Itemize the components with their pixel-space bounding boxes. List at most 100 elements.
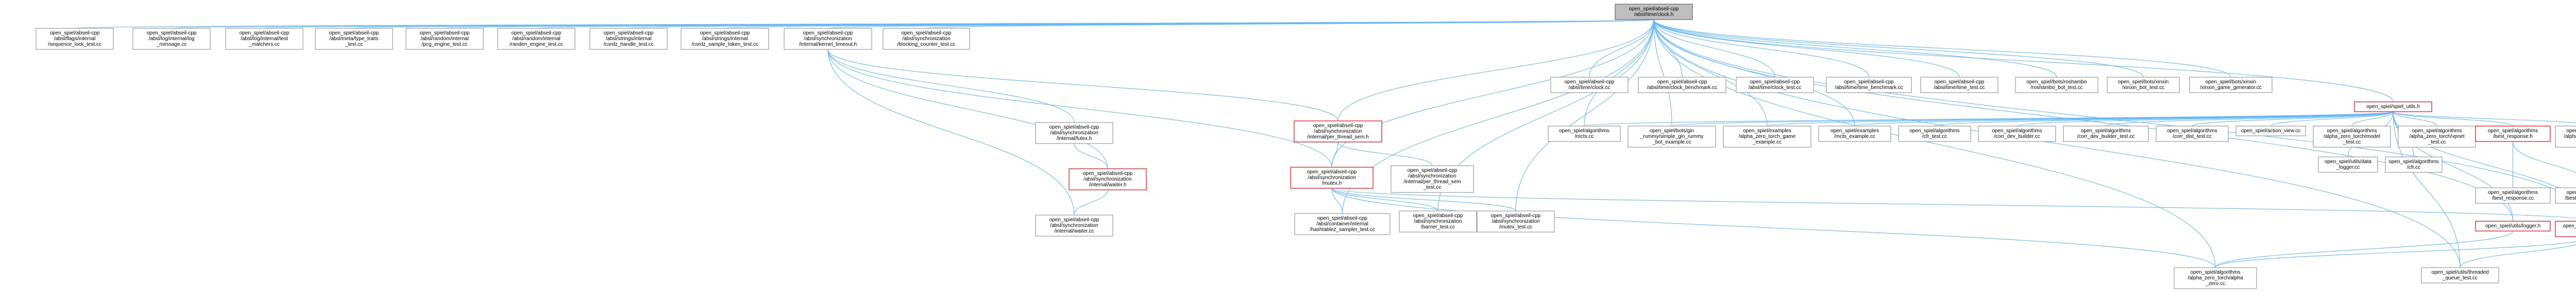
edge-n19-n41 xyxy=(2393,111,2514,127)
node-label-line: /roshambo_bot_test.cc xyxy=(2030,85,2082,91)
graph-node[interactable]: open_spiel/bots/gin_rummy/simple_gin_rum… xyxy=(1628,126,1716,148)
edge-n46-n48 xyxy=(2215,231,2514,268)
node-label-line: _queue_test.cc xyxy=(2442,275,2478,281)
graph-node[interactable]: open_spiel/utils/threaded_queue_test.cc xyxy=(2421,267,2499,284)
graph-node[interactable]: open_spiel/algorithms/best_response_test… xyxy=(2555,187,2576,204)
graph-node[interactable]: open_spiel/bots/xinxin/xinxin_bot_test.c… xyxy=(2107,77,2180,93)
graph-node[interactable]: open_spiel/algorithms/best_response.h xyxy=(2475,126,2551,142)
graph-node[interactable]: open_spiel/abseil-cpp/absl/time/time_tes… xyxy=(1920,77,1998,93)
graph-node[interactable]: open_spiel/abseil-cpp/absl/log/internal/… xyxy=(225,28,303,50)
node-label-line: open_spiel/utils/threaded xyxy=(2431,270,2488,275)
graph-node[interactable]: open_spiel/algorithms/corr_dev_builder.c… xyxy=(1978,126,2056,142)
node-label-line: /randen_engine_test.cc xyxy=(510,42,563,47)
graph-node[interactable]: open_spiel/abseil-cpp/absl/log/internal/… xyxy=(132,28,211,50)
node-label-line: /internal/per_thread_sem.h xyxy=(1307,134,1369,140)
graph-node[interactable]: open_spiel/abseil-cpp/absl/strings/inter… xyxy=(681,28,769,50)
node-box xyxy=(2189,77,2273,93)
node-label-line: /corr_dev_builder_test.cc xyxy=(2077,134,2135,139)
edge-root-n17 xyxy=(1653,19,2144,78)
graph-node[interactable]: open_spiel/abseil-cpp/absl/synchronizati… xyxy=(1391,165,1474,193)
node-label-line: open_spiel/abseil-cpp xyxy=(1935,79,1985,85)
node-box xyxy=(1826,77,1912,93)
node-label-line: open_spiel/examples xyxy=(1743,128,1791,134)
graph-node-root[interactable]: open_spiel/abseil-cpp/absl/time/clock.h xyxy=(1615,4,1693,20)
edge-root-n31 xyxy=(1653,19,1768,127)
graph-node[interactable]: open_spiel/abseil-cpp/absl/synchronizati… xyxy=(784,28,872,50)
node-label-line: open_spiel/bots/xinxin xyxy=(2118,79,2168,85)
node-box xyxy=(1294,213,1391,235)
node-label-line: open_spiel/algorithms xyxy=(2488,128,2538,134)
graph-node[interactable]: open_spiel/algorithms/alpha_zero_torch/v… xyxy=(2398,126,2476,148)
graph-node[interactable]: open_spiel/abseil-cpp/absl/time/clock.cc xyxy=(1550,77,1629,93)
edge-root-n47 xyxy=(1653,19,2576,201)
graph-node[interactable]: open_spiel/algorithms/alpha_zero_torch/m… xyxy=(2313,126,2391,148)
node-label-line: /absl/synchronization xyxy=(1050,223,1098,228)
graph-node[interactable]: open_spiel/abseil-cpp/absl/meta/type_tra… xyxy=(315,28,393,50)
node-box xyxy=(1898,126,1971,142)
graph-node[interactable]: open_spiel/algorithms/cfr_test.cc xyxy=(1898,126,1971,142)
node-box xyxy=(1723,126,1811,148)
node-label-line: /absl/synchronization xyxy=(902,36,950,42)
graph-node[interactable]: open_spiel/abseil-cpp/absl/time/time_ben… xyxy=(1826,77,1912,93)
graph-node[interactable]: open_spiel/utils/data_logger.cc xyxy=(2318,156,2378,173)
node-label-line: /barrier_test.cc xyxy=(1421,224,1455,230)
edge-n19-n40 xyxy=(2393,111,2576,123)
graph-node[interactable]: open_spiel/algorithms/alpha_zero_torch/a… xyxy=(2174,267,2257,289)
graph-node[interactable]: open_spiel/abseil-cpp/absl/random/intern… xyxy=(405,28,484,50)
graph-node[interactable]: open_spiel/spiel_utils.h xyxy=(2354,101,2432,112)
graph-node[interactable]: open_spiel/abseil-cpp/absl/synchronizati… xyxy=(1477,210,1555,233)
node-label-line: /mcts_example.cc xyxy=(1834,134,1875,139)
node-label-line: /absl/time/clock_test.cc xyxy=(1749,85,1802,91)
node-label-line: /absl/container/internal xyxy=(1316,221,1368,227)
graph-node[interactable]: open_spiel/abseil-cpp/absl/synchronizati… xyxy=(1035,215,1113,237)
graph-node[interactable]: open_spiel/abseil-cpp/absl/synchronizati… xyxy=(1290,167,1374,189)
graph-node[interactable]: open_spiel/algorithms/corr_dev_builder_t… xyxy=(2063,126,2149,142)
edge-root-n32 xyxy=(1653,19,1855,127)
graph-node[interactable]: open_spiel/utils/logger.h xyxy=(2475,221,2551,232)
graph-node[interactable]: open_spiel/bots/xinxin/xinxin_game_gener… xyxy=(2189,77,2273,93)
graph-node[interactable]: open_spiel/examples/alpha_zero_torch_gam… xyxy=(1723,126,1811,148)
node-label-line: open_spiel/abseil-cpp xyxy=(1049,125,1099,130)
node-label-line: /absl/synchronization xyxy=(1314,129,1362,134)
graph-node[interactable]: open_spiel/abseil-cpp/absl/strings/inter… xyxy=(589,28,668,50)
node-label-line: _zero.cc xyxy=(2205,281,2225,287)
graph-node[interactable]: open_spiel/algorithms/corr_dist_test.cc xyxy=(2156,126,2229,142)
node-label-line: /absl/synchronization xyxy=(1308,175,1355,181)
graph-node[interactable]: open_spiel/abseil-cpp/absl/synchronizati… xyxy=(1035,122,1113,144)
node-box xyxy=(1978,126,2056,142)
graph-node[interactable]: open_spiel/examples/mcts_example.cc xyxy=(1818,126,1891,142)
graph-node[interactable]: open_spiel/abseil-cpp/absl/container/int… xyxy=(1294,213,1391,235)
edge-root-n16 xyxy=(1653,19,2057,78)
node-box xyxy=(2421,267,2499,284)
node-label-line: /absl/synchronization xyxy=(804,36,852,42)
node-label-line: /absl/flags/internal xyxy=(54,36,96,42)
graph-node[interactable]: open_spiel/abseil-cpp/absl/synchronizati… xyxy=(1069,168,1147,190)
graph-node[interactable]: open_spiel/algorithms/alpha_zero_torch/v… xyxy=(2555,126,2576,148)
graph-node[interactable]: open_spiel/abseil-cpp/absl/time/clock_be… xyxy=(1638,77,1726,93)
node-box xyxy=(2063,126,2149,142)
graph-node[interactable]: open_spiel/abseil-cpp/absl/synchronizati… xyxy=(883,28,970,50)
graph-node[interactable]: open_spiel/abseil-cpp/absl/synchronizati… xyxy=(1294,120,1382,143)
graph-node[interactable]: open_spiel/abseil-cpp/absl/random/intern… xyxy=(497,28,575,50)
graph-node[interactable]: open_spiel/algorithms/mcts.cc xyxy=(1548,126,1621,142)
graph-node[interactable]: open_spiel/abseil-cpp/absl/flags/interna… xyxy=(36,28,114,50)
node-label-line: open_spiel/algorithms xyxy=(2167,128,2217,134)
graph-node[interactable]: open_spiel/abseil-cpp/absl/synchronizati… xyxy=(1399,210,1477,233)
graph-node[interactable]: open_spiel/utils/threaded_queue.h xyxy=(2555,221,2576,237)
node-label-line: /absl/time/clock.cc xyxy=(1568,85,1610,91)
edge-root-n15 xyxy=(1653,19,1960,78)
graph-node[interactable]: open_spiel/algorithms/best_response.cc xyxy=(2475,187,2551,204)
graph-node[interactable]: open_spiel/abseil-cpp/absl/time/clock_te… xyxy=(1736,77,1814,93)
node-box xyxy=(2555,221,2576,237)
edge-root-n30 xyxy=(1653,19,1672,127)
node-box xyxy=(1615,4,1693,20)
graph-node[interactable]: open_spiel/action_view.cc xyxy=(2235,126,2306,136)
node-label-line: /internal/waiter.h xyxy=(1089,182,1127,188)
graph-node[interactable]: open_spiel/algorithms/cfr.cc xyxy=(2385,156,2443,173)
node-label-line: /absl/random/internal xyxy=(420,36,468,42)
node-label-line: open_spiel/abseil-cpp xyxy=(1307,169,1357,175)
node-label-line: /absl/time/time_test.cc xyxy=(1934,85,1985,91)
edge-n19-n49 xyxy=(2393,111,2461,268)
node-label-line: open_spiel/abseil-cpp xyxy=(604,30,654,36)
graph-node[interactable]: open_spiel/bots/roshambo/roshambo_bot_te… xyxy=(2015,77,2098,93)
